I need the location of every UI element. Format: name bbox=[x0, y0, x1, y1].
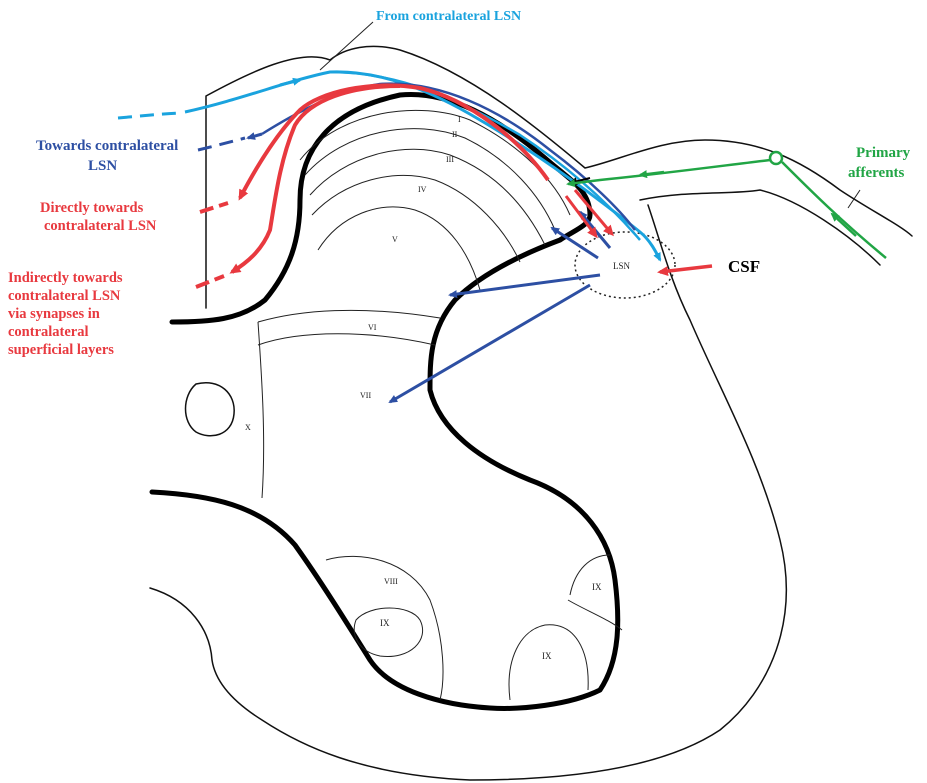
lamina-line-1 bbox=[300, 110, 570, 215]
grey-matter-boundary bbox=[152, 94, 618, 708]
label-indirectly-1: Indirectly towards bbox=[8, 270, 123, 286]
lamina-ix-bottom bbox=[509, 625, 588, 700]
afferent-origin-icon bbox=[770, 152, 782, 164]
blue-arrow-head-outgoing bbox=[248, 134, 262, 138]
blue-local-arrow-2 bbox=[580, 212, 610, 248]
lamina-line-5 bbox=[318, 207, 480, 290]
label-indirectly-4: contralateral bbox=[8, 324, 89, 340]
cyan-pathway-2 bbox=[330, 72, 640, 240]
label-indirectly-2: contralateral LSN bbox=[8, 288, 121, 304]
label-directly-1: Directly towards bbox=[40, 200, 144, 216]
cord-lateral-outline bbox=[640, 190, 880, 265]
label-indirectly-3: via synapses in bbox=[8, 306, 100, 322]
lamina-label-vi: VI bbox=[368, 323, 377, 332]
lamina-line-3 bbox=[310, 149, 545, 245]
lamina-ix-left bbox=[354, 608, 422, 657]
lamina-label-viii: VIII bbox=[384, 577, 398, 586]
blue-local-arrow-4 bbox=[390, 285, 590, 402]
lamina-label-x: X bbox=[245, 423, 251, 432]
cord-outer-outline bbox=[206, 46, 912, 308]
lamina-label-iii: III bbox=[446, 155, 454, 164]
lamina-label-ix-a: IX bbox=[380, 618, 390, 628]
lamina-line-6 bbox=[258, 310, 440, 322]
label-directly-2: contralateral LSN bbox=[44, 218, 157, 234]
label-csf: CSF bbox=[728, 257, 760, 276]
lamina-label-ix-b: IX bbox=[542, 651, 552, 661]
cyan-incoming-dashed bbox=[118, 113, 180, 118]
afferent-pointer bbox=[848, 190, 860, 208]
red-dashed-direct bbox=[200, 203, 228, 212]
central-canal bbox=[186, 383, 235, 436]
green-afferent-branch-arrow bbox=[832, 214, 856, 236]
lamina-line-7 bbox=[258, 334, 435, 345]
lamina-label-ii: II bbox=[452, 130, 458, 139]
lamina-label-v: V bbox=[392, 235, 398, 244]
central-boundary bbox=[258, 322, 264, 498]
lamina-line-4 bbox=[312, 175, 520, 262]
lamina-label-vii: VII bbox=[360, 391, 371, 400]
label-primary-2: afferents bbox=[848, 165, 905, 181]
red-dashed-indirect bbox=[196, 276, 224, 287]
lamina-label-iv: IV bbox=[418, 185, 427, 194]
lamina-label-ix-c: IX bbox=[592, 582, 602, 592]
green-afferent-main bbox=[568, 160, 770, 184]
lsn-label: LSN bbox=[613, 261, 631, 271]
label-from-contralateral: From contralateral LSN bbox=[376, 9, 521, 24]
label-towards-contralateral-2: LSN bbox=[88, 158, 117, 174]
label-indirectly-5: superficial layers bbox=[8, 342, 114, 358]
label-towards-contralateral-1: Towards contralateral bbox=[36, 138, 178, 154]
cyan-mid-arrow bbox=[280, 80, 300, 85]
lamina-label-i: I bbox=[458, 115, 461, 124]
blue-outgoing-dashed bbox=[198, 138, 245, 150]
label-primary-1: Primary bbox=[856, 145, 911, 161]
